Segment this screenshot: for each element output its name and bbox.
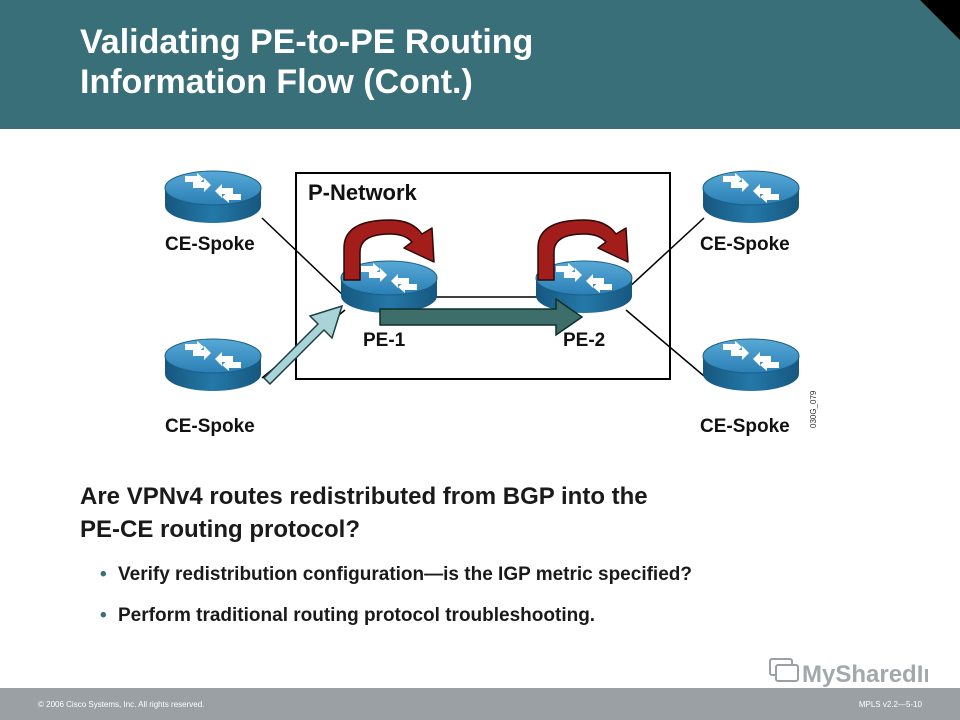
question-line-1: Are VPNv4 routes redistributed from BGP … xyxy=(80,483,648,510)
ce-bottom-left-router xyxy=(164,338,262,392)
ce-bottom-right-router xyxy=(702,338,800,392)
corner-triangle xyxy=(920,0,960,40)
pe1-label: PE-1 xyxy=(363,330,406,351)
bullet-dot-icon: • xyxy=(100,564,107,585)
network-diagram: P-Network CE-Spoke CE-Spoke CE-Spoke CE-… xyxy=(164,170,818,437)
image-code: 030G_079 xyxy=(809,390,818,428)
ce-top-right-router xyxy=(702,170,800,224)
title-bar: Validating PE-to-PE Routing Information … xyxy=(0,0,960,129)
redistribute-arrow-pe2 xyxy=(537,219,629,281)
ce-bottom-left-label: CE-Spoke xyxy=(165,416,255,437)
bullet-dot-icon: • xyxy=(100,605,107,626)
p-network-label: P-Network xyxy=(308,180,418,205)
link-ce-top-left-pe1 xyxy=(261,217,346,298)
copyright-text: © 2006 Cisco Systems, Inc. All rights re… xyxy=(38,700,205,709)
link-pe2-ce-bottom-right xyxy=(625,309,705,377)
ce-top-right-label: CE-Spoke xyxy=(700,234,790,255)
bullet-item: • Verify redistribution configuration—is … xyxy=(100,564,950,586)
bullet-text: Verify redistribution configuration—is t… xyxy=(118,564,692,585)
redistribute-arrow-pe1 xyxy=(343,219,435,281)
bullet-item: • Perform traditional routing protocol tr… xyxy=(100,605,950,627)
logo-text: MySharedImage xyxy=(802,661,928,688)
course-code: MPLS v2.2—5-10 xyxy=(858,700,922,709)
ce-top-left-label: CE-Spoke xyxy=(165,234,255,255)
pe2-label: PE-2 xyxy=(563,330,605,351)
title-line-2: Information Flow (Cont.) xyxy=(80,63,473,101)
link-pe2-ce-top-right xyxy=(625,217,705,291)
ce-bottom-right-label: CE-Spoke xyxy=(700,416,790,437)
title-line-1: Validating PE-to-PE Routing xyxy=(80,23,534,61)
question-text: Are VPNv4 routes redistributed from BGP … xyxy=(80,480,900,546)
myshared-logo: MySharedImage xyxy=(769,658,928,688)
question-line-2: PE-CE routing protocol? xyxy=(80,516,360,543)
slide-title: Validating PE-to-PE Routing Information … xyxy=(80,22,900,102)
ce-to-pe1-arrow xyxy=(262,304,344,386)
pe1-to-pe2-flow-arrow xyxy=(379,297,584,337)
ce-top-left-router xyxy=(164,170,262,224)
bullet-list: • Verify redistribution configuration—is … xyxy=(100,564,950,646)
bullet-text: Perform traditional routing protocol tro… xyxy=(118,605,596,626)
footer-bar: © 2006 Cisco Systems, Inc. All rights re… xyxy=(0,688,960,720)
